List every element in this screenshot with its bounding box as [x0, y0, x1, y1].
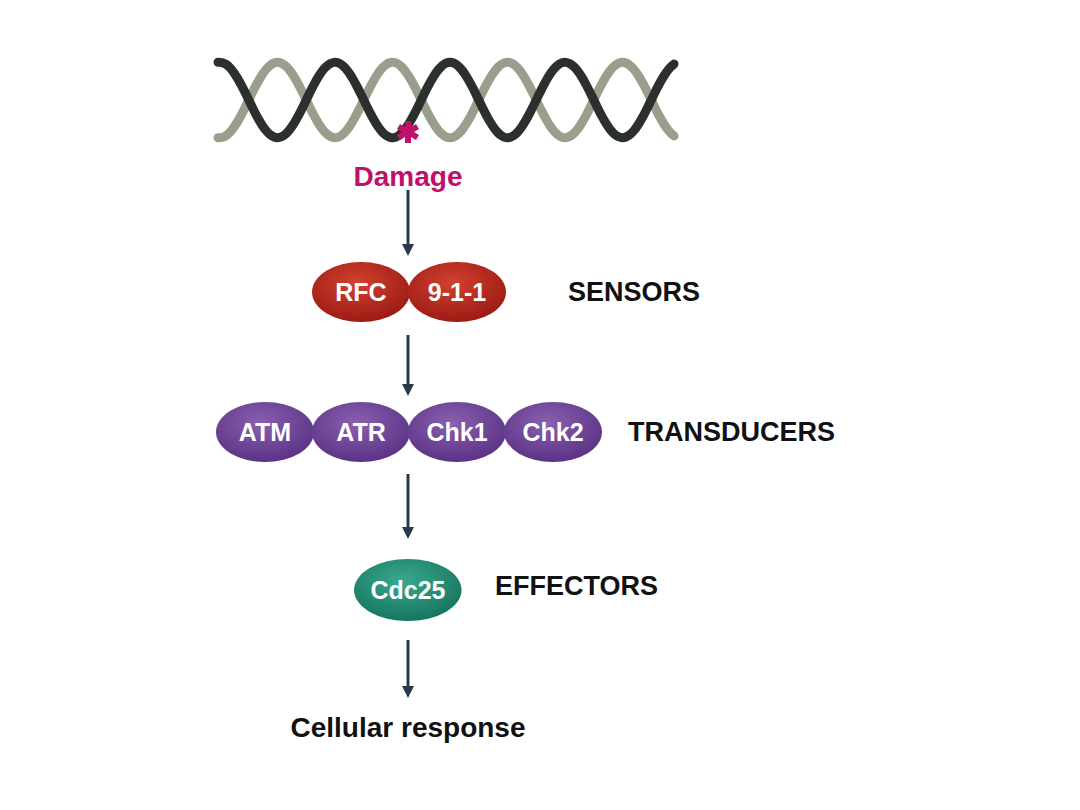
ellipse-fill	[504, 402, 602, 462]
outcome-label: Cellular response	[291, 714, 526, 742]
node-label: RFC	[335, 280, 386, 305]
dna-strand	[218, 62, 674, 137]
ellipse-fill	[312, 402, 410, 462]
ellipse-fill	[408, 262, 506, 322]
node-label: ATM	[239, 420, 291, 445]
dna-strand	[218, 62, 674, 137]
node-label: 9-1-1	[428, 280, 486, 305]
transducer-ellipse: ATR	[312, 402, 410, 462]
flow-arrow	[407, 640, 410, 692]
flow-arrow	[407, 335, 410, 390]
stage-label: EFFECTORS	[495, 573, 658, 600]
stage-label: SENSORS	[568, 279, 700, 306]
node-label: Chk2	[522, 420, 583, 445]
transducer-ellipse: Chk1	[408, 402, 506, 462]
sensor-ellipse: 9-1-1	[408, 262, 506, 322]
flow-arrow	[407, 474, 410, 533]
ellipse-fill	[312, 262, 410, 322]
ellipse-fill	[408, 402, 506, 462]
dna-helix	[218, 62, 674, 138]
damage-label: Damage	[354, 163, 463, 191]
transducer-ellipse: ATM	[216, 402, 314, 462]
transducer-ellipse: Chk2	[504, 402, 602, 462]
ellipse-fill	[216, 402, 314, 462]
node-label: Chk1	[426, 420, 487, 445]
sensor-ellipse: RFC	[312, 262, 410, 322]
stage-label: TRANSDUCERS	[628, 419, 835, 446]
node-label: Cdc25	[370, 578, 445, 603]
ellipse-fill	[354, 559, 462, 621]
flow-arrow	[407, 190, 410, 250]
effector-ellipse: Cdc25	[354, 559, 462, 621]
damage-asterisk	[397, 121, 419, 143]
node-label: ATR	[336, 420, 386, 445]
